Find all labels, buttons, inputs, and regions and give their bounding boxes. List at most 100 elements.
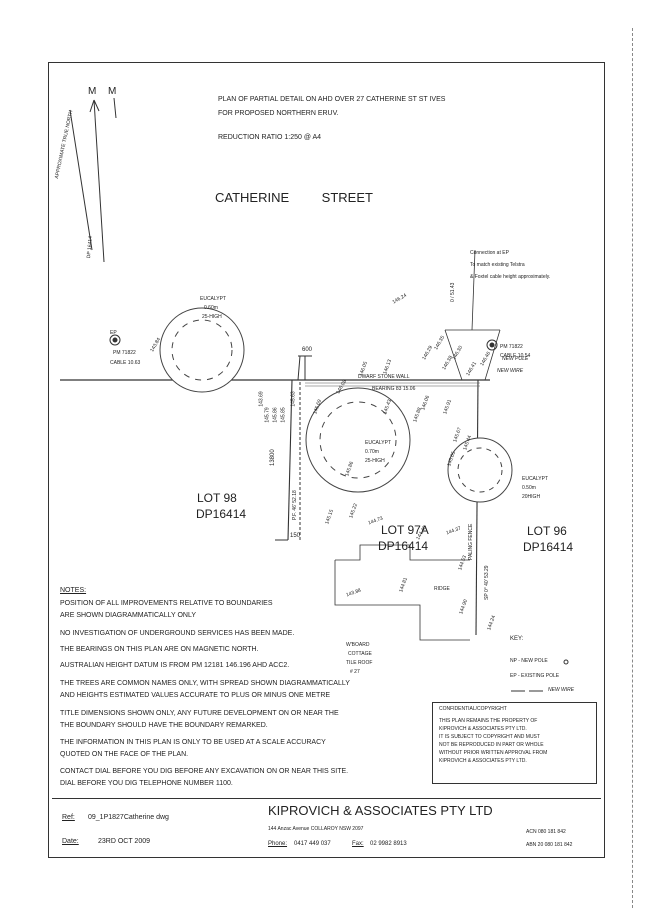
- fence-bearing-label: SP 0° 40' 53.29: [484, 565, 490, 600]
- company-address: 144 Anzac Avenue COLLAROY NSW 2097: [268, 826, 364, 832]
- copyright-line: NOT BE REPRODUCED IN PART OR WHOLE: [439, 742, 544, 748]
- key-new-pole: NP - NEW POLE: [510, 658, 548, 664]
- paling-fence-label: PALING FENCE: [468, 523, 474, 560]
- tree-right-icon: [447, 437, 513, 503]
- tree-label: EUCALYPT: [522, 476, 549, 482]
- copyright-title: CONFIDENTIAL/COPYRIGHT: [439, 706, 507, 712]
- pole-left-label: CABLE 10.63: [110, 360, 141, 366]
- street-name: CATHERINE STREET: [215, 190, 373, 205]
- company-name: KIPROVICH & ASSOCIATES PTY LTD: [268, 803, 493, 818]
- tree-label: 0.70m: [365, 449, 379, 455]
- key-title: KEY:: [510, 636, 524, 642]
- tree-label: EUCALYPT: [200, 296, 227, 302]
- copyright-line: KIPROVICH & ASSOCIATES PTY LTD.: [439, 726, 527, 732]
- lot-96-label: LOT 96: [527, 524, 567, 538]
- ref-label: Ref:: [62, 814, 75, 821]
- connection-note-line1: Connection at EP: [470, 250, 509, 256]
- ref-value: 09_1P1827Catherine dwg: [88, 814, 169, 821]
- spot-level: 145.85: [280, 407, 287, 423]
- date-label: Date:: [62, 838, 79, 845]
- north-label-magnetic: M: [88, 86, 97, 97]
- pole-right-label: CABLE 10.54: [500, 353, 531, 359]
- cottage-label: # 27: [350, 669, 360, 675]
- note-line: POSITION OF ALL IMPROVEMENTS RELATIVE TO…: [60, 600, 273, 607]
- phone-label: Phone:: [268, 841, 288, 847]
- note-line: THE BOUNDARY SHOULD HAVE THE BOUNDARY RE…: [60, 722, 268, 729]
- boundary-lines: [60, 355, 490, 636]
- acn: ACN 080 181 842: [526, 829, 566, 835]
- ridge-label: RIDGE: [434, 586, 450, 592]
- note-line: TITLE DIMENSIONS SHOWN ONLY, ANY FUTURE …: [60, 710, 339, 717]
- note-line: ARE SHOWN DIAGRAMMATICALLY ONLY: [60, 612, 197, 619]
- note-line: NO INVESTIGATION OF UNDERGROUND SERVICES…: [60, 630, 295, 637]
- key-symbols: [511, 659, 569, 692]
- fax-label: Fax:: [352, 841, 364, 847]
- dimension-600: 600: [302, 347, 313, 353]
- dimension-13800: 13800: [270, 449, 276, 466]
- dwarf-wall-label: DWARF STONE WALL: [358, 374, 410, 380]
- copyright-line: KIPROVICH & ASSOCIATES PTY LTD.: [439, 758, 527, 764]
- spot-level: 143.69: [258, 391, 265, 407]
- notes-heading: NOTES:: [60, 587, 87, 594]
- note-line: DIAL BEFORE YOU DIG TELEPHONE NUMBER 110…: [60, 780, 233, 787]
- copyright-line: THIS PLAN REMAINS THE PROPERTY OF: [439, 718, 538, 724]
- note-line: QUOTED ON THE FACE OF THE PLAN.: [60, 751, 189, 758]
- spot-level: 145.79: [264, 407, 271, 423]
- north-label-grid: M: [108, 86, 117, 97]
- copyright-line: IT IS SUBJECT TO COPYRIGHT AND MUST: [439, 734, 540, 740]
- plan-title-line1: PLAN OF PARTIAL DETAIL ON AHD OVER 27 CA…: [218, 96, 446, 103]
- copyright-box: [432, 702, 597, 784]
- plan-sheet-border: [48, 62, 605, 858]
- existing-pole-left-icon: [109, 334, 121, 346]
- key-existing-pole: EP - EXISTING POLE: [510, 673, 560, 679]
- fax-value: 02 9982 8913: [370, 841, 407, 847]
- new-pole-label: NEW POLE: [502, 356, 529, 362]
- tree-label: EUCALYPT: [365, 440, 392, 446]
- lot-98-label: LOT 98: [197, 491, 237, 505]
- pole-left-label: PM 71822: [113, 350, 136, 356]
- north-arrow-icon: [69, 97, 117, 263]
- connection-note-line2: To match existing Telstra: [470, 262, 525, 268]
- lot-97a-dp: DP16414: [378, 539, 429, 553]
- tree-label: 25-HIGH: [202, 314, 222, 320]
- cottage-label: COTTAGE: [348, 651, 372, 657]
- tree-left-icon: [159, 307, 245, 393]
- reduction-ratio: REDUCTION RATIO 1:250 @ A4: [218, 134, 322, 141]
- left-boundary-bearing: P.F. 46' 52.18: [292, 490, 298, 520]
- tree-label: 20HIGH: [522, 494, 541, 500]
- dwarf-stone-wall: [305, 382, 480, 387]
- note-line: THE BEARINGS ON THIS PLAN ARE ON MAGNETI…: [60, 646, 259, 653]
- key-new-wire: NEW WIRE: [548, 687, 575, 693]
- pole-right-label: PM 71822: [500, 344, 523, 350]
- cottage-label: W'BOARD: [346, 642, 370, 648]
- note-line: AND HEIGHTS ESTIMATED VALUES ACCURATE TO…: [60, 692, 331, 699]
- lot-98-dp: DP16414: [196, 507, 247, 521]
- boundary-bearing-label: BEARING 83 15.06: [372, 386, 416, 392]
- spot-level: 145.86: [272, 407, 279, 423]
- lot-97a-label: LOT 97A: [381, 523, 429, 537]
- plan-title-line2: FOR PROPOSED NORTHERN ERUV.: [218, 110, 339, 117]
- tree-label: 25-HIGH: [365, 458, 385, 464]
- existing-pole-right-icon: [486, 339, 498, 351]
- dimension-150: 150: [290, 533, 301, 539]
- tree-label: 0.50m: [522, 485, 536, 491]
- note-line: CONTACT DIAL BEFORE YOU DIG BEFORE ANY E…: [60, 768, 349, 775]
- copyright-line: WITHOUT PRIOR WRITTEN APPROVAL FROM: [439, 750, 548, 756]
- title-block-divider: [52, 798, 601, 799]
- connection-note-line3: & Foxtel cable height approximately.: [470, 274, 551, 280]
- pole-left-label: EP: [110, 330, 117, 336]
- new-wire-label: NEW WIRE: [497, 368, 524, 374]
- tree-label: 0.60m: [204, 305, 218, 311]
- tree-middle-icon: [305, 387, 411, 493]
- date-value: 23RD OCT 2009: [98, 838, 151, 845]
- connection-lines: [444, 249, 501, 381]
- abn: ABN 20 080 181 842: [526, 842, 573, 848]
- note-line: THE TREES ARE COMMON NAMES ONLY, WITH SP…: [60, 680, 350, 687]
- chainage-label: 0 / 51.43: [450, 282, 456, 302]
- note-line: AUSTRALIAN HEIGHT DATUM IS FROM PM 12181…: [60, 662, 290, 669]
- page-edge-line: [632, 28, 633, 908]
- lot-96-dp: DP16414: [523, 540, 574, 554]
- spot-level: 145.63: [290, 391, 297, 407]
- cottage-outline: [334, 544, 470, 641]
